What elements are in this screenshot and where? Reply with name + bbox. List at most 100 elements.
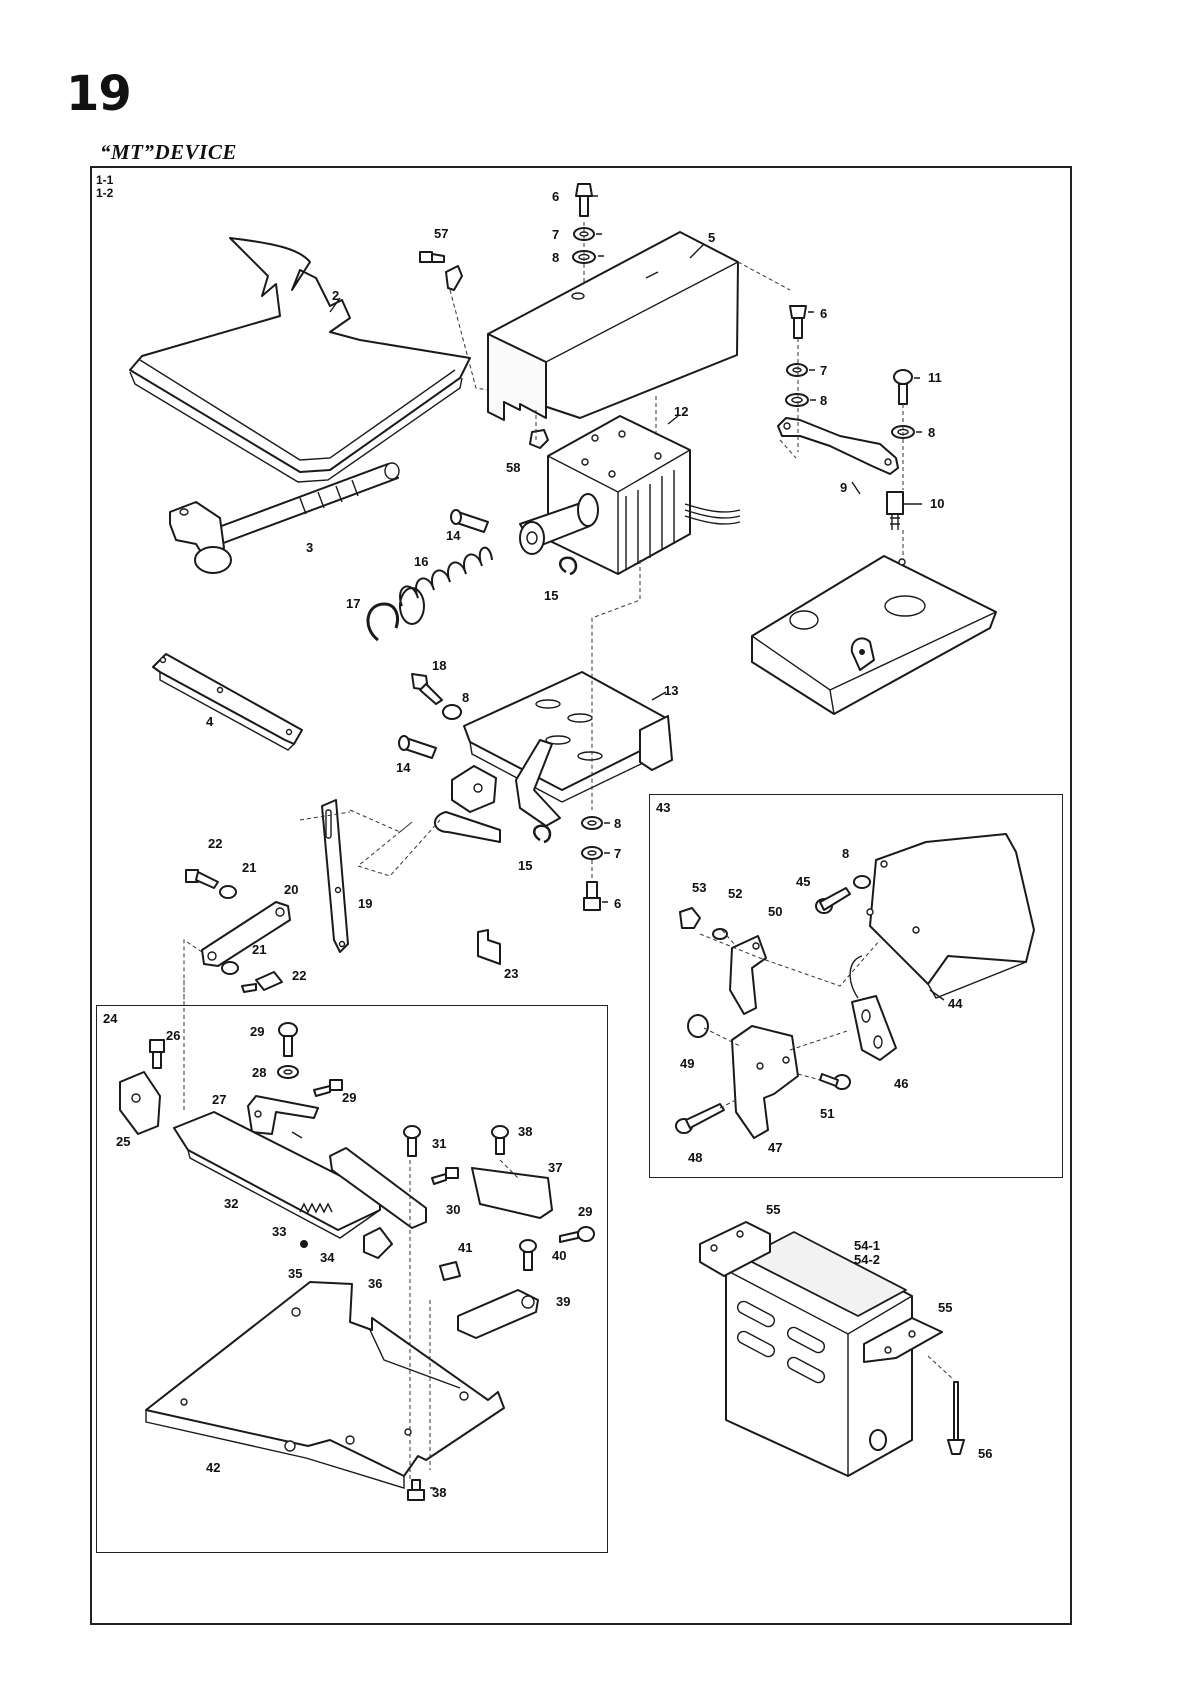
screw-38-top bbox=[491, 1125, 509, 1155]
screw-56 bbox=[947, 1381, 965, 1455]
screw-38-bottom bbox=[407, 1479, 425, 1501]
callout-12: 12 bbox=[674, 404, 688, 419]
screw-6-mid bbox=[583, 881, 601, 911]
callout-11: 11 bbox=[928, 370, 942, 385]
callout-53: 53 bbox=[692, 880, 706, 895]
part-14-pin-lower bbox=[398, 735, 437, 759]
callout-25: 25 bbox=[116, 1134, 130, 1149]
screw-18 bbox=[411, 673, 443, 705]
part-16-spring bbox=[399, 546, 493, 625]
screw-29-top bbox=[278, 1022, 298, 1057]
model-ref-2: 1-2 bbox=[96, 186, 114, 200]
nut-49 bbox=[687, 1014, 709, 1038]
callout-20: 20 bbox=[284, 882, 298, 897]
diagram-title: “MT”DEVICE bbox=[100, 140, 237, 164]
callout-50: 50 bbox=[768, 904, 782, 919]
callout-10: 10 bbox=[930, 496, 944, 511]
page-number: 19 bbox=[66, 66, 132, 122]
part-3-shaft bbox=[169, 462, 400, 574]
callout-44: 44 bbox=[948, 996, 963, 1011]
callout-15-lower: 15 bbox=[518, 858, 532, 873]
callout-58: 58 bbox=[506, 460, 520, 475]
callout-29-right: 29 bbox=[578, 1204, 592, 1219]
callout-35: 35 bbox=[288, 1266, 302, 1281]
callout-7-right: 7 bbox=[820, 363, 827, 378]
part-54-electrical-box bbox=[699, 1221, 965, 1477]
callout-15-upper: 15 bbox=[544, 588, 558, 603]
callout-9: 9 bbox=[840, 480, 847, 495]
nut-53 bbox=[679, 907, 701, 929]
machine-base-casting bbox=[751, 555, 997, 715]
screw-11 bbox=[893, 369, 913, 405]
callout-6-top: 6 bbox=[552, 189, 559, 204]
callout-29-mid: 29 bbox=[342, 1090, 356, 1105]
part-47-bracket bbox=[731, 1025, 799, 1139]
callout-13: 13 bbox=[664, 683, 678, 698]
diagram-frame bbox=[90, 166, 1072, 1625]
callout-6-right: 6 bbox=[820, 306, 827, 321]
screw-57 bbox=[419, 251, 445, 263]
screw-29-mid bbox=[313, 1079, 343, 1097]
callout-48: 48 bbox=[688, 1150, 702, 1165]
callout-26: 26 bbox=[166, 1028, 180, 1043]
washer-52 bbox=[712, 928, 728, 940]
screw-51 bbox=[819, 1073, 851, 1090]
callout-18: 18 bbox=[432, 658, 446, 673]
callout-46: 46 bbox=[894, 1076, 908, 1091]
callout-22-upper: 22 bbox=[208, 836, 222, 851]
part-17-retaining-ring bbox=[366, 602, 399, 642]
callout-8-top: 8 bbox=[552, 250, 559, 265]
screw-22-lower bbox=[241, 971, 283, 993]
screw-40 bbox=[519, 1239, 537, 1271]
screw-22-upper bbox=[185, 869, 219, 889]
callout-14-lower: 14 bbox=[396, 760, 411, 775]
screw-30 bbox=[431, 1167, 459, 1185]
callout-47: 47 bbox=[768, 1140, 782, 1155]
part-37-plate bbox=[471, 1167, 553, 1219]
inset-box-24 bbox=[96, 1005, 608, 1553]
callout-32: 32 bbox=[224, 1196, 238, 1211]
callout-39: 39 bbox=[556, 1294, 570, 1309]
callout-22-lower: 22 bbox=[292, 968, 306, 983]
callout-2: 2 bbox=[332, 288, 339, 303]
part-10-stud bbox=[886, 491, 904, 530]
washer-21-lower bbox=[221, 961, 239, 975]
screw-6-right bbox=[789, 305, 807, 339]
callout-4: 4 bbox=[206, 714, 214, 729]
part-57-clip bbox=[445, 265, 463, 291]
callout-14-upper: 14 bbox=[446, 528, 461, 543]
callout-8-18: 8 bbox=[462, 690, 469, 705]
callout-51: 51 bbox=[820, 1106, 834, 1121]
callout-3: 3 bbox=[306, 540, 313, 555]
screw-26 bbox=[149, 1039, 165, 1069]
part-41-block bbox=[439, 1261, 461, 1281]
screw-31 bbox=[403, 1125, 421, 1157]
callout-55-left: 55 bbox=[766, 1202, 780, 1217]
callout-56: 56 bbox=[978, 1446, 992, 1461]
part-44-plate bbox=[869, 833, 1035, 985]
callout-21-upper: 21 bbox=[242, 860, 256, 875]
screw-6-top bbox=[575, 183, 593, 217]
part-20-link bbox=[201, 901, 291, 967]
callout-38-top: 38 bbox=[518, 1124, 532, 1139]
callout-8-11: 8 bbox=[928, 425, 935, 440]
callout-54-2: 54-2 bbox=[854, 1252, 880, 1267]
callout-57: 57 bbox=[434, 226, 448, 241]
callout-16: 16 bbox=[414, 554, 428, 569]
screw-45 bbox=[815, 887, 851, 914]
callout-31: 31 bbox=[432, 1136, 446, 1151]
ring-15-lower bbox=[532, 824, 552, 844]
callout-30: 30 bbox=[446, 1202, 460, 1217]
callout-21-lower: 21 bbox=[252, 942, 266, 957]
screw-48 bbox=[675, 1103, 725, 1134]
leader-lines bbox=[291, 195, 945, 1489]
screw-29-right bbox=[559, 1226, 595, 1243]
callout-49: 49 bbox=[680, 1056, 694, 1071]
inset-43-parts bbox=[675, 833, 1035, 1139]
callout-8-inset: 8 bbox=[842, 846, 849, 861]
part-50-bracket bbox=[729, 935, 767, 1015]
part-19-lever bbox=[321, 799, 349, 953]
inset-label-43: 43 bbox=[656, 800, 671, 815]
part-25-block bbox=[119, 1071, 161, 1135]
